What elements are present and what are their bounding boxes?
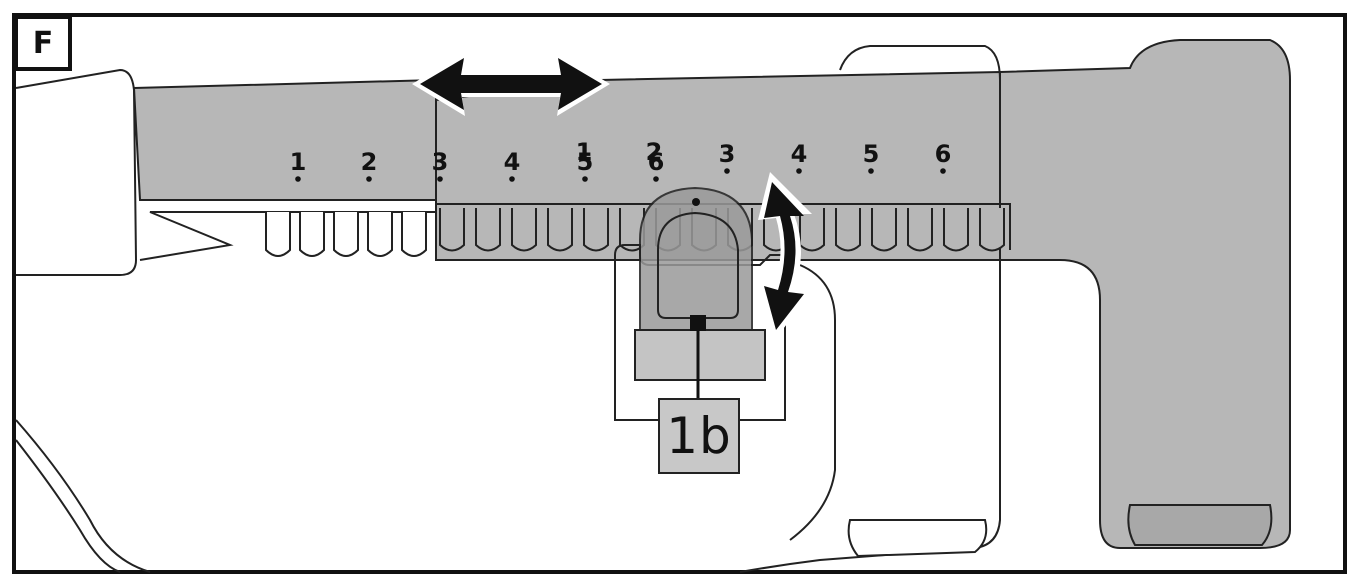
fixed-scale-number: 3 [432, 148, 449, 176]
tool-body-lower-outline-2 [15, 439, 121, 573]
sliding-scale-number: 2 [646, 138, 663, 166]
rotate-direction-arrow [758, 172, 812, 338]
lock-knob-base [634, 329, 766, 381]
fixed-scale-number: 6 [648, 148, 665, 176]
casing-foot [847, 519, 988, 558]
tool-body-lower-outline [15, 419, 151, 573]
tool-body-outline [15, 68, 138, 276]
casing-right-side [789, 264, 836, 541]
lock-knob[interactable] [639, 186, 753, 331]
slide-direction-arrow [412, 52, 610, 116]
front-casing-outline [739, 45, 1001, 573]
fixed-scale-number: 1 [290, 148, 307, 176]
figure-label: F [14, 15, 72, 71]
fixed-scale-number: 5 [577, 148, 594, 176]
fixed-teeth [265, 212, 427, 257]
sliding-scale-number: 6 [935, 140, 952, 168]
callout-label-1b: 1b [658, 398, 740, 474]
fixed-scale-number: 4 [504, 148, 521, 176]
sliding-scale-number: 4 [791, 140, 808, 168]
sliding-scale-number: 1 [576, 138, 593, 166]
figure-frame [12, 13, 1347, 574]
lock-knob-face [657, 211, 739, 319]
sliding-scale-number: 3 [719, 140, 736, 168]
knob-indicator-dot [692, 198, 700, 206]
rail-underside [139, 199, 441, 261]
callout-anchor [690, 315, 706, 331]
sliding-scale-number: 5 [863, 140, 880, 168]
handle-foot [1127, 504, 1273, 546]
handle-grip [999, 39, 1291, 549]
fixed-scale-rail [132, 78, 437, 201]
fixed-scale-number: 2 [361, 148, 378, 176]
fixed-scale: 1 2 3 4 5 6 [290, 148, 665, 182]
sliding-scale: 1 2 3 4 5 6 [576, 138, 952, 174]
